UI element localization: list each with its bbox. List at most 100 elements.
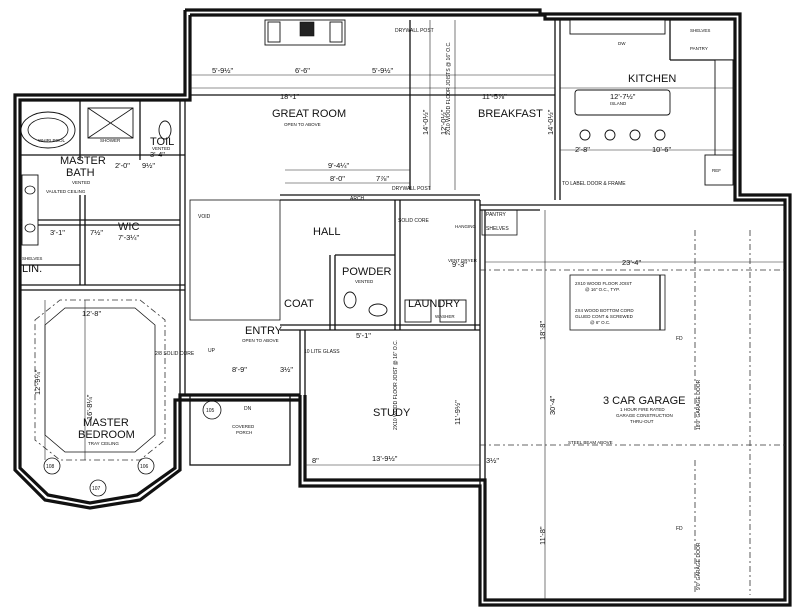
kitchen-island-dim: 12'-7½": [610, 92, 636, 101]
garage-cord-1: 2X4 WOOD BOTTOM CORD: [575, 308, 634, 313]
vaulted-label: VAULTED CEILING: [46, 189, 86, 194]
garage-note-1: 1 HOUR FIRE RATED: [620, 407, 665, 412]
coat-label: COAT: [284, 298, 314, 310]
powder-label: POWDER: [342, 266, 392, 278]
garage-depth: 30'-4": [548, 396, 557, 415]
dim-hall-b: 8'-0": [330, 174, 345, 183]
breakfast-width: 11'-5⅞": [482, 92, 507, 101]
powder-note: VENTED: [355, 279, 374, 284]
garage-joist-2: @ 16" O.C., TYP.: [585, 287, 620, 292]
garage-cord-3: @ 6" O.C.: [590, 320, 610, 325]
dim-kit-b: 10'-6": [652, 145, 671, 154]
garage-label: 3 CAR GARAGE: [603, 395, 686, 407]
drywall-post-1: DRYWALL POST: [395, 28, 434, 34]
tray-ceiling: [34, 299, 166, 461]
dim-hall-a: 9'-4¼": [328, 161, 350, 170]
up-label: UP: [208, 348, 216, 354]
lin-shelves: SHELVES: [22, 256, 42, 261]
void-label: VOID: [198, 214, 211, 220]
tag-107: 107: [92, 486, 101, 492]
dim-kit-a: 2'-8": [575, 145, 590, 154]
garage-cord-2: GLUED CONT & SCREWED: [575, 314, 634, 319]
garage-door-b: 9'0" GARAGE DOOR: [696, 542, 702, 590]
great-room-note: OPEN TO ABOVE: [284, 122, 321, 127]
kitchen-island: ISLAND: [610, 101, 627, 106]
dim-bath-a: 2'-0": [115, 161, 130, 170]
lite-glass-label: 10 LITE GLASS: [304, 349, 340, 355]
wic-width: 7'-3¼": [118, 233, 140, 242]
breakfast-label: BREAKFAST: [478, 108, 543, 120]
fixtures: [20, 19, 734, 497]
tag-106: 106: [140, 464, 149, 470]
gr-side-a: 14'-0½": [421, 109, 430, 135]
master-bedroom-note: TRAY CEILING: [88, 441, 119, 446]
dim-wic-a: 3'-1": [50, 228, 65, 237]
laundry-dryer: VENT DRYER: [448, 258, 478, 263]
whirlpool-label: WHIRLPOOL: [38, 138, 66, 143]
garage-note-2: GARAGE CONSTRUCTION: [616, 413, 673, 418]
garage-note-3: THRU-OUT: [630, 419, 654, 424]
vertical-dimensions: 14'-0½" 12'-0½" 14'-0½" 11'-9½" 12'-9¼" …: [33, 41, 702, 590]
shelves-lower: SHELVES: [486, 226, 509, 232]
toil-note: VENTED: [152, 146, 171, 151]
fd-label-2: FD: [676, 526, 683, 532]
bedroom-width: 16'-8¼": [85, 394, 94, 420]
great-room-width: 18'-1": [280, 92, 299, 101]
entry-label: ENTRY: [245, 325, 283, 337]
garage-gar-a: 18'-8": [538, 321, 547, 340]
dim-laund-a: 5'-1": [356, 331, 371, 340]
garage-door-a: 18'0" GARAGE DOOR: [696, 379, 702, 430]
room-labels: GREAT ROOM OPEN TO ABOVE 18'-1" BREAKFAS…: [22, 28, 721, 463]
hall-label: HALL: [313, 226, 341, 238]
study-joist: 2X10 WOOD FLOOR JOIST @ 16" O.C.: [393, 340, 399, 430]
dim-wic-b: 7½": [90, 228, 103, 237]
dim-top-b: 6'-6": [295, 66, 310, 75]
drywall-post-2: DRYWALL POST: [392, 186, 431, 192]
study-side: 11'-9½": [453, 400, 462, 425]
garage-joist-1: 2X10 WOOD FLOOR JOIST: [575, 281, 632, 286]
master-bath-label-2: BATH: [66, 167, 95, 179]
bf-side: 14'-0½": [546, 109, 555, 135]
kitchen-pantry: PANTRY: [690, 46, 708, 51]
laundry-label: LAUNDRY: [408, 298, 461, 310]
master-bath-note: VENTED: [72, 180, 91, 185]
dim-entry-a: 8'-9": [232, 365, 247, 374]
porch-label-1: COVERED: [232, 424, 255, 429]
kitchen-dw: DW: [618, 41, 626, 46]
arch-label: ARCH: [350, 196, 365, 202]
fd-label-1: FD: [676, 336, 683, 342]
dim-top-c: 5'-9½": [372, 66, 394, 75]
dimension-labels: 5'-9½" 6'-6" 5'-9½" 9'-4¼" 8'-0" 7⅞" 8" …: [50, 66, 671, 465]
garage-beam: STEEL BEAM ABOVE: [568, 440, 613, 445]
entry-note: OPEN TO ABOVE: [242, 338, 279, 343]
garage-width: 23'-4": [622, 258, 641, 267]
dim-study-left: 8": [312, 456, 319, 465]
study-label: STUDY: [373, 407, 411, 419]
kitchen-label: KITCHEN: [628, 73, 676, 85]
tag-105: 105: [206, 408, 215, 414]
lin-label: LIN.: [22, 263, 42, 275]
master-bedroom-label-1: MASTER: [83, 417, 129, 429]
solid-core-label: SOLID CORE: [398, 218, 430, 224]
dim-hall-c: 7⅞": [376, 174, 389, 183]
dim-top-a: 5'-9½": [212, 66, 234, 75]
solid-28-label: 2/8 SOLID CORE: [155, 351, 195, 357]
dn-label: DN: [244, 406, 252, 412]
master-bath-label-1: MASTER: [60, 155, 106, 167]
master-bedroom-label-2: BEDROOM: [78, 429, 135, 441]
laundry-washer: WASHER: [435, 314, 455, 319]
dim-entry-b: 3½": [280, 365, 293, 374]
interior-walls: [20, 19, 785, 486]
great-room-label: GREAT ROOM: [272, 108, 346, 120]
gr-side-b: 12'-0½": [439, 109, 448, 135]
labels-door: TO LABEL DOOR & FRAME: [562, 181, 626, 187]
bedroom-depth: 12'-9¼": [33, 369, 42, 395]
exterior-walls: [13, 8, 792, 607]
dim-study-right: 3½": [486, 456, 499, 465]
garage-gar-b: 11'-8": [538, 526, 547, 545]
bf-joist: 2X10 WOOD FLOOR JOISTS @ 16" O.C.: [446, 41, 452, 135]
dim-bath-b: 9½": [142, 161, 155, 170]
small-notes: DRYWALL POST DRYWALL POST ARCH SOLID COR…: [46, 28, 683, 532]
study-width: 13'-9½": [372, 454, 398, 463]
